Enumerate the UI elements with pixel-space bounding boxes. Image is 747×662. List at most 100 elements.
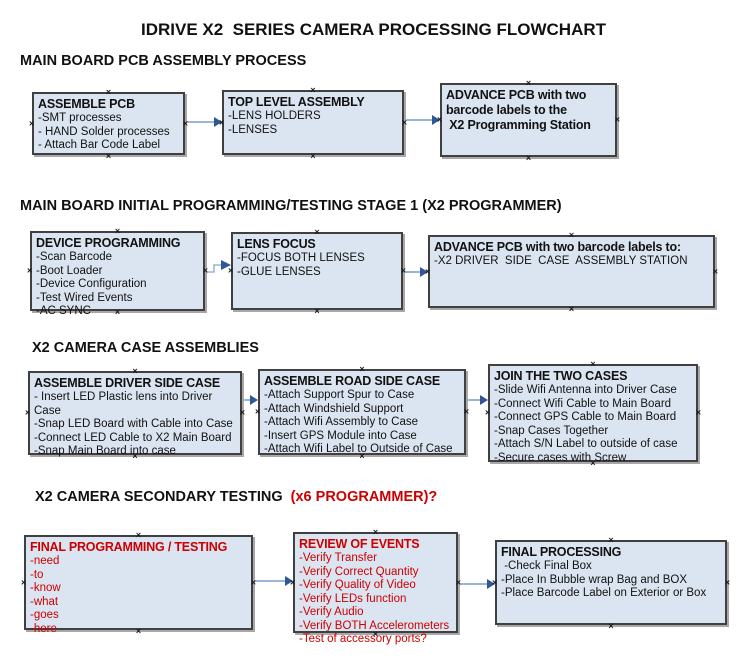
handle-icon: ×	[608, 535, 614, 545]
box-item: -Verify Transfer	[299, 552, 377, 564]
handle-icon: ×	[250, 577, 256, 588]
handle-icon: ×	[310, 151, 316, 161]
flow-arrow	[467, 394, 488, 406]
handle-icon: ×	[724, 577, 730, 588]
flow-box-final-programming-testing[interactable]: × × × × FINAL PROGRAMMING / TESTING -nee…	[21, 530, 256, 636]
box-item: -SMT processes	[38, 112, 122, 124]
box-item: -Slide Wifi Antenna into Driver Case	[494, 384, 677, 396]
flow-box-assemble-pcb[interactable]: × × × × ASSEMBLE PCB -SMT processes - HA…	[29, 87, 188, 161]
section-heading-pcb-assembly: MAIN BOARD PCB ASSEMBLY PROCESS	[20, 53, 307, 69]
handle-icon: ×	[372, 527, 379, 537]
box-item: -goes	[30, 609, 59, 621]
flow-box-lens-focus[interactable]: × × × × LENS FOCUS -FOCUS BOTH LENSES -G…	[228, 227, 406, 316]
handle-icon: ×	[400, 265, 406, 276]
handle-icon: ×	[228, 265, 234, 276]
flow-box-device-programming[interactable]: × × × × DEVICE PROGRAMMING -Scan Barcode…	[27, 227, 208, 318]
box-item: -Attach Wifi Assembly to Case	[264, 416, 419, 428]
box-item: -Check Final Box	[501, 560, 592, 572]
box-item: -to	[30, 568, 44, 581]
handle-icon: ×	[202, 265, 208, 276]
flow-box-review-of-events[interactable]: × × × × REVIEW OF EVENTS -Verify Transfe…	[290, 527, 461, 646]
box-title: ASSEMBLE ROAD SIDE CASE	[264, 374, 440, 388]
box-item: -Connect Wifi Cable to Main Board	[494, 397, 672, 410]
box-item: -FOCUS BOTH LENSES	[237, 252, 365, 264]
flow-arrow-elbow	[205, 260, 231, 273]
box-item: -Connect LED Cable to X2 Main Board	[34, 431, 232, 444]
box-title: ADVANCE PCB with two barcode labels to:	[434, 240, 681, 254]
box-item: -LENS HOLDERS	[228, 110, 321, 122]
box-item: -Attach Support Spur to Case	[264, 389, 415, 401]
box-title: FINAL PROGRAMMING / TESTING	[30, 540, 228, 554]
box-title: REVIEW OF EVENTS	[299, 537, 420, 551]
handle-icon: ×	[492, 577, 498, 588]
handle-icon: ×	[614, 114, 620, 125]
flow-box-top-level-assembly[interactable]: × × × × TOP LEVEL ASSEMBLY -LENS HOLDERS…	[219, 85, 407, 161]
box-item: -GLUE LENSES	[237, 265, 321, 278]
box-item: -X2 DRIVER SIDE CASE ASSEMBLY STATION	[434, 255, 688, 267]
box-title: DEVICE PROGRAMMING	[36, 236, 181, 250]
handle-icon: ×	[401, 117, 407, 128]
box-item: -Device Configuration	[36, 278, 147, 290]
handle-icon: ×	[525, 78, 532, 88]
flow-box-assemble-road-side-case[interactable]: × × × × ASSEMBLE ROAD SIDE CASE -Attach …	[255, 365, 469, 461]
handle-icon: ×	[590, 458, 596, 468]
flow-box-advance-pcb-programming-station[interactable]: × × × × ADVANCE PCB with two barcode lab…	[437, 78, 620, 163]
handle-icon: ×	[314, 227, 320, 237]
flow-box-assemble-driver-side-case[interactable]: × × × × ASSEMBLE DRIVER SIDE CASE - Inse…	[25, 366, 245, 461]
box-title: TOP LEVEL ASSEMBLY	[228, 95, 365, 109]
box-item: -Attach Windshield Support	[264, 402, 404, 415]
section-heading-case-assemblies: X2 CAMERA CASE ASSEMBLIES	[32, 340, 259, 356]
box-item: -Attach S/N Label to outside of case	[494, 438, 678, 450]
handle-icon: ×	[608, 621, 614, 631]
box-item: -Snap Main Board into case	[34, 445, 176, 457]
flow-box-join-the-two-cases[interactable]: × × × × JOIN THE TWO CASES -Slide Wifi A…	[485, 360, 701, 468]
box-title: ASSEMBLE PCB	[38, 97, 135, 111]
handle-icon: ×	[695, 407, 701, 418]
handle-icon: ×	[712, 266, 718, 277]
box-item: -Verify Correct Quantity	[299, 565, 419, 578]
flow-box-advance-pcb-driver-side[interactable]: × × × × ADVANCE PCB with two barcode lab…	[425, 231, 718, 314]
box-item: -what	[30, 595, 59, 608]
section-heading-secondary-testing: X2 CAMERA SECONDARY TESTING (x6 PROGRAMM…	[35, 489, 437, 505]
handle-icon: ×	[310, 85, 316, 95]
handle-icon: ×	[463, 406, 469, 417]
box-title: FINAL PROCESSING	[501, 545, 622, 559]
box-item: -Boot Loader	[36, 264, 103, 277]
page-title: IDRIVE X2 SERIES CAMERA PROCESSING FLOWC…	[140, 20, 607, 39]
flow-arrow	[405, 114, 440, 126]
flow-arrow	[186, 116, 222, 128]
box-item: -AC SYNC	[36, 305, 91, 317]
box-item: -know	[30, 582, 61, 594]
flow-arrow	[243, 394, 258, 406]
flow-box-final-processing[interactable]: × × × × FINAL PROCESSING -Check Final Bo…	[492, 535, 730, 631]
box-item: -here	[30, 622, 57, 635]
handle-icon: ×	[314, 306, 320, 316]
handle-icon: ×	[21, 577, 27, 588]
box-item: -Verify Quality of Video	[299, 579, 416, 591]
box-item: - HAND Solder processes	[38, 125, 170, 138]
section-heading-red-part: (x6 PROGRAMMER)?	[286, 489, 438, 505]
handle-icon: ×	[239, 407, 245, 418]
box-item: -Connect GPS Cable to Main Board	[494, 411, 677, 423]
box-title: LENS FOCUS	[237, 237, 316, 251]
handle-icon: ×	[485, 407, 491, 418]
handle-icon: ×	[437, 114, 443, 125]
handle-icon: ×	[27, 265, 33, 276]
handle-icon: ×	[29, 118, 35, 129]
box-item: -Secure cases with Screw	[494, 451, 627, 464]
handle-icon: ×	[135, 530, 142, 540]
handle-icon: ×	[425, 266, 431, 277]
box-item: -Test of accessory ports?	[299, 633, 427, 645]
flow-arrow	[459, 578, 495, 590]
handle-icon: ×	[132, 366, 138, 376]
box-item: -Snap Cases Together	[494, 424, 609, 437]
handle-icon: ×	[568, 304, 575, 314]
box-item: -Attach Wifi Label to Outside of Case	[264, 443, 453, 455]
handle-icon: ×	[25, 407, 31, 418]
handle-icon: ×	[290, 577, 296, 588]
box-item: -Insert GPS Module into Case	[264, 429, 417, 442]
box-item: -Verify BOTH Accelerometers	[299, 619, 450, 632]
handle-icon: ×	[255, 406, 261, 417]
handle-icon: ×	[105, 87, 112, 97]
handle-icon: ×	[455, 577, 461, 588]
